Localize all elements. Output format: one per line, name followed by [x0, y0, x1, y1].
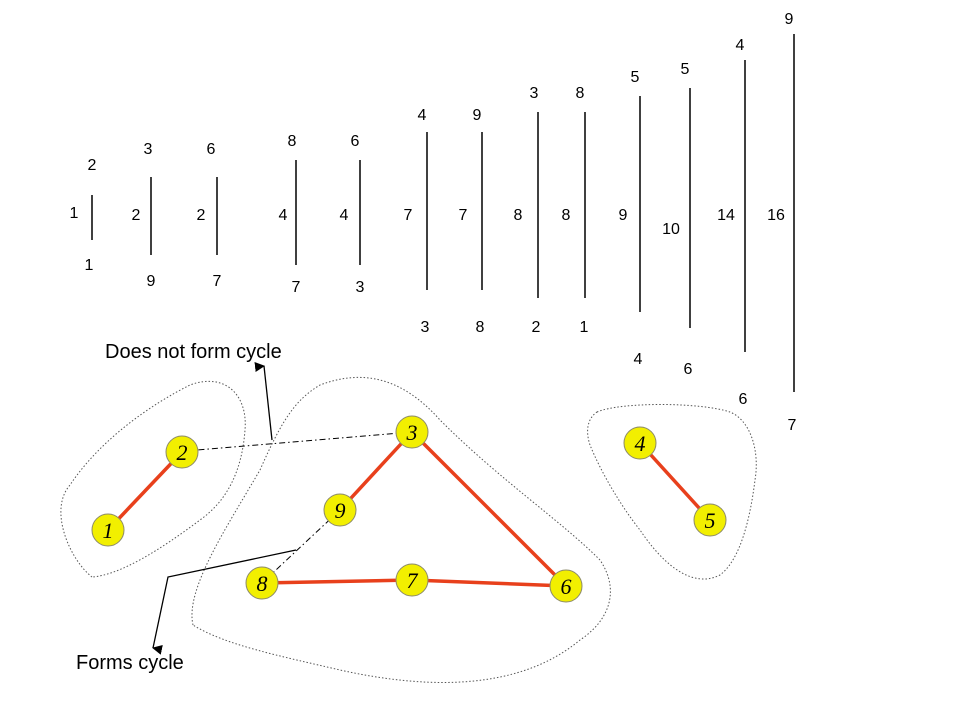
- edge-bar-weight-label: 2: [197, 207, 206, 224]
- edge-bar-list: 2 1 1 3 2 9 6 2 7 8 4 7 6 4 3: [70, 11, 797, 434]
- edge-bar-bottom-label: 8: [476, 319, 485, 336]
- edge-bar-top-label: 9: [473, 107, 482, 124]
- edge-bar-weight-label: 16: [767, 207, 785, 224]
- edge-bar-weight-label: 8: [562, 207, 571, 224]
- edge-bar-bottom-label: 1: [85, 257, 94, 274]
- edge-bar-bottom-label: 9: [147, 273, 156, 290]
- node-label: 2: [177, 440, 188, 465]
- edge-bar-3: 6 2 7: [197, 141, 222, 290]
- edge-bar-weight-label: 4: [279, 207, 288, 224]
- edge-bar-7: 9 7 8: [459, 107, 485, 336]
- node-label: 5: [705, 508, 716, 533]
- node-4: 4: [623, 426, 657, 460]
- edge-bar-top-label: 5: [631, 69, 640, 86]
- edge-bar-weight-label: 9: [619, 207, 628, 224]
- node-label: 7: [407, 568, 419, 593]
- edge-bar-top-label: 4: [418, 107, 427, 124]
- edge-bar-top-label: 8: [288, 133, 297, 150]
- edge-bar-weight-label: 8: [514, 207, 523, 224]
- node-label: 1: [103, 518, 114, 543]
- edge-bar-top-label: 6: [207, 141, 216, 158]
- edge-bar-13: 9 16 7: [767, 11, 796, 434]
- component-outlines: [60, 376, 757, 683]
- node-label: 8: [257, 571, 268, 596]
- node-9: 9: [323, 493, 357, 527]
- node-label: 9: [335, 498, 346, 523]
- component-outline-middle: [191, 376, 611, 683]
- edge-bar-11: 5 10 6: [662, 61, 692, 378]
- edge-bar-bottom-label: 7: [788, 417, 797, 434]
- edge-bar-weight-label: 4: [340, 207, 349, 224]
- tree-edge-1-2: [106, 450, 184, 532]
- graph-nodes: 1 2 3 4 5 6 7 8: [91, 415, 727, 603]
- edge-bar-top-label: 2: [88, 157, 97, 174]
- node-3: 3: [395, 415, 429, 449]
- edge-bar-bottom-label: 2: [532, 319, 541, 336]
- component-outline-right: [587, 404, 757, 580]
- edge-bar-weight-label: 7: [404, 207, 413, 224]
- edge-bar-weight-label: 7: [459, 207, 468, 224]
- edge-bar-10: 5 9 4: [619, 69, 643, 368]
- edge-bar-top-label: 3: [144, 141, 153, 158]
- edge-bar-bottom-label: 7: [213, 273, 222, 290]
- node-1: 1: [91, 513, 125, 547]
- node-6: 6: [549, 569, 583, 603]
- edge-bar-top-label: 3: [530, 85, 539, 102]
- edge-bar-top-label: 6: [351, 133, 360, 150]
- edge-2-3-non-cycle: [184, 431, 413, 452]
- edge-bar-top-label: 8: [576, 85, 585, 102]
- node-label: 4: [635, 431, 646, 456]
- component-outline-left: [60, 380, 246, 578]
- edge-bar-weight-label: 10: [662, 221, 680, 238]
- edge-bar-4: 8 4 7: [279, 133, 301, 296]
- tree-edge-8-7: [260, 578, 414, 585]
- edge-9-8-cycle: [261, 509, 341, 584]
- tree-edge-7-6: [410, 578, 568, 588]
- edge-bar-8: 3 8 2: [514, 85, 541, 336]
- edge-bar-weight-label: 2: [132, 207, 141, 224]
- edge-bar-top-label: 4: [736, 37, 745, 54]
- edge-bar-1: 2 1 1: [70, 157, 97, 274]
- edge-bar-bottom-label: 3: [356, 279, 365, 296]
- edge-bar-12: 4 14 6: [717, 37, 747, 408]
- node-5: 5: [693, 503, 727, 537]
- edge-bar-top-label: 5: [681, 61, 690, 78]
- edge-bar-bottom-label: 7: [292, 279, 301, 296]
- node-7: 7: [395, 563, 429, 597]
- edge-bar-bottom-label: 1: [580, 319, 589, 336]
- edge-bar-bottom-label: 3: [421, 319, 430, 336]
- edge-bar-2: 3 2 9: [132, 141, 156, 290]
- node-label: 3: [406, 420, 418, 445]
- node-2: 2: [165, 435, 199, 469]
- tree-edges: [106, 430, 712, 588]
- node-8: 8: [245, 566, 279, 600]
- tree-edge-4-5: [638, 441, 712, 522]
- edge-bar-weight-label: 1: [70, 205, 79, 222]
- tree-edge-9-3: [338, 430, 414, 512]
- edge-bar-bottom-label: 6: [739, 391, 748, 408]
- edge-bar-weight-label: 14: [717, 207, 735, 224]
- label-forms-cycle: Forms cycle: [76, 652, 184, 674]
- edge-bar-bottom-label: 6: [684, 361, 693, 378]
- arrow-does-not-form-cycle: [254, 361, 273, 441]
- node-label: 6: [561, 574, 572, 599]
- edge-bar-bottom-label: 4: [634, 351, 643, 368]
- edge-bar-9: 8 8 1: [562, 85, 589, 336]
- arrow-forms-cycle: [152, 549, 297, 655]
- edge-bar-6: 4 7 3: [404, 107, 430, 336]
- edge-bar-top-label: 9: [785, 11, 794, 28]
- edge-bar-5: 6 4 3: [340, 133, 365, 296]
- label-does-not-form-cycle: Does not form cycle: [105, 341, 282, 363]
- tree-edge-3-6: [410, 430, 568, 588]
